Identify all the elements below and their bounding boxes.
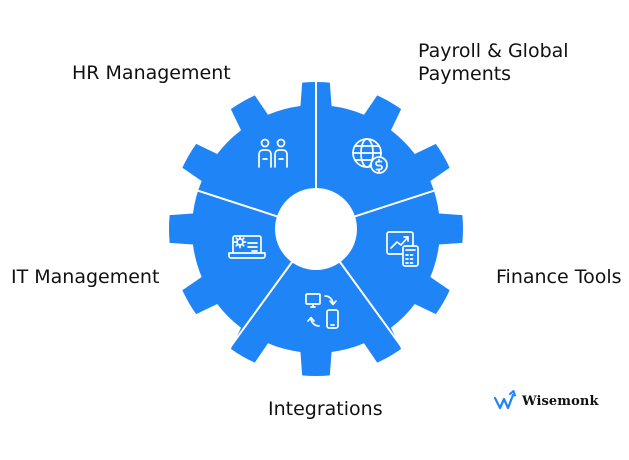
payroll-label-line-1: Payroll & Global: [418, 40, 569, 62]
payroll-label-line-2: Payments: [418, 63, 512, 85]
segment-dividers: [173, 79, 459, 351]
segment-divider: [338, 260, 405, 351]
segment-label-payroll-global-payments: Payroll & Global Payments: [418, 40, 569, 86]
segment-label-integrations: Integrations: [268, 398, 383, 420]
chart-calculator-icon: [386, 231, 419, 267]
segment-label-finance-tools: Finance Tools: [496, 266, 622, 288]
devices-sync-icon: [305, 293, 339, 329]
laptop-gear-icon: [228, 235, 266, 259]
wisemonk-logo-icon: [494, 390, 516, 410]
globe-dollar-icon: [352, 138, 388, 174]
segment-label-it-management: IT Management: [11, 266, 160, 288]
brand-logo: Wisemonk: [494, 389, 599, 413]
segment-divider: [353, 181, 459, 218]
brand-name: Wisemonk: [522, 393, 599, 409]
segment-label-hr-management: HR Management: [72, 62, 231, 84]
segment-divider: [173, 181, 279, 218]
segment-divider: [227, 260, 294, 351]
people-icon: [258, 138, 288, 168]
gear-center-hole: [275, 188, 357, 270]
